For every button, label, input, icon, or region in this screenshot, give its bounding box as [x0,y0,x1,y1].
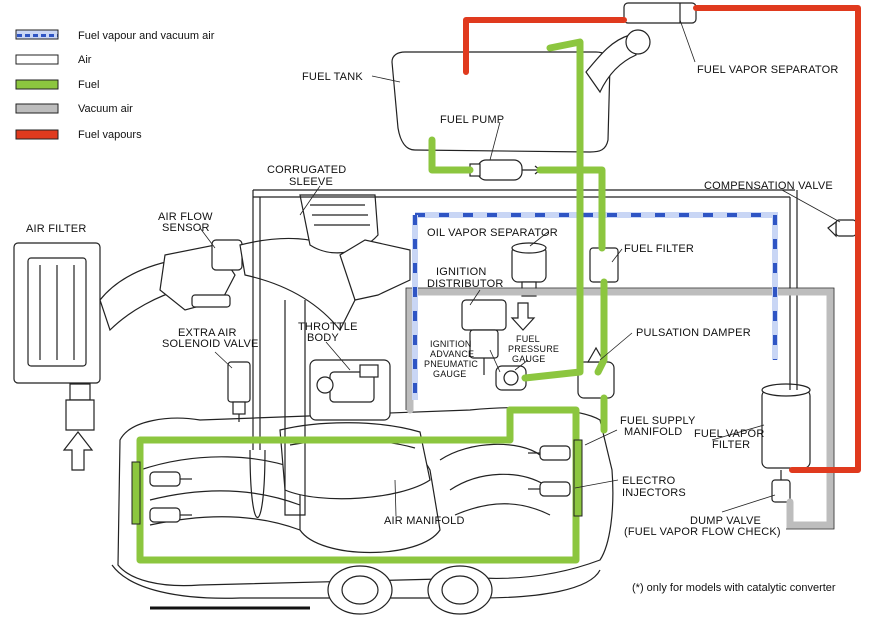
air-intake-arrow-icon [62,431,94,471]
dump-valve [771,470,791,503]
label-fuel-vapor-filter-1: FUEL VAPOR [694,428,764,440]
fuel-tank [391,29,651,153]
throttle-body [309,359,391,421]
injector [528,481,571,497]
air-filter [13,242,101,471]
label-extra-air-1: EXTRA AIR [178,327,237,339]
label-extra-air-2: SOLENOID VALVE [162,338,259,350]
drain-arrows [510,302,536,331]
label-fuel-vapor-filter-2: FILTER [712,439,750,451]
label-ignition-distributor-1: IGNITION [436,266,487,278]
electro-injectors [149,445,571,523]
legend-label-fuel-vapours: Fuel vapours [78,129,142,141]
fuel-pressure-gauge-body [495,365,527,391]
arrow-down-icon [510,302,536,331]
label-throttle-body-1: THROTTLE [298,321,358,333]
label-fuel-filter: FUEL FILTER [624,243,694,255]
vacuum-air-outlines [405,287,835,530]
injector [528,445,571,461]
label-ign-advance-4: GAUGE [433,369,467,379]
label-fuel-vapor-separator: FUEL VAPOR SEPARATOR [697,64,839,76]
air-lines [249,189,798,519]
legend-label-air: Air [78,54,92,66]
legend-swatch-air [15,54,59,65]
ignition-distributor [461,299,507,375]
label-electro-1: ELECTRO [622,475,676,487]
footnote: (*) only for models with catalytic conve… [632,582,836,594]
fuel-supply-manifold [131,439,583,525]
extra-air-solenoid-valve [227,361,251,422]
label-dump-valve-2: (FUEL VAPOR FLOW CHECK) [624,526,781,538]
label-dump-valve-1: DUMP VALVE [690,515,761,527]
label-oil-vapor-separator: OIL VAPOR SEPARATOR [427,227,558,239]
label-ign-advance-3: PNEUMATIC [424,359,478,369]
fuel-vapour-vacuum-lines [412,212,778,400]
air-hose [239,194,411,332]
legend: Fuel vapour and vacuum air Air Fuel Vacu… [15,29,215,141]
vacuum-air-lines [406,288,834,529]
component-labels: FUEL TANK FUEL VAPOR SEPARATOR FUEL PUMP… [26,64,839,594]
engine-pulleys [150,565,493,615]
label-fuel-pressure-1: FUEL [516,334,540,344]
label-air-manifold: AIR MANIFOLD [384,515,465,527]
legend-swatch-fuel-vapour-vacuum-air [15,29,59,40]
label-ign-advance-1: IGNITION [430,339,472,349]
air-manifold [279,422,431,500]
label-air-flow-1: AIR FLOW [158,211,213,223]
label-fuel-pump: FUEL PUMP [440,114,504,126]
label-corrugated-1: CORRUGATED [267,164,346,176]
legend-swatch-vacuum-air [15,103,59,114]
legend-swatch-fuel [15,79,59,90]
label-air-filter: AIR FILTER [26,223,86,235]
label-fuel-supply-2: MANIFOLD [624,426,682,438]
label-corrugated-2: SLEEVE [289,176,333,188]
fuel-vapor-filter [761,383,811,469]
legend-swatch-fuel-vapours [15,129,59,140]
label-throttle-body-2: BODY [307,332,339,344]
legend-label-vacuum-air: Vacuum air [78,103,133,115]
intake-tube [99,239,243,332]
fuel-pump [469,159,541,181]
label-fuel-pressure-3: GAUGE [512,354,546,364]
fuel-vapor-separator [623,2,697,24]
leader-lines [199,19,841,517]
label-pulsation-damper: PULSATION DAMPER [636,327,751,339]
pulsation-damper [577,346,615,399]
label-fuel-supply-1: FUEL SUPPLY [620,415,696,427]
injector [149,471,192,487]
label-ignition-distributor-2: DISTRIBUTOR [427,278,504,290]
label-fuel-pressure-2: PRESSURE [508,344,559,354]
compensation-valve [827,219,857,238]
label-ign-advance-2: ADVANCE [430,349,474,359]
legend-label-fuel-vapour-vacuum-air: Fuel vapour and vacuum air [78,30,215,42]
label-fuel-tank: FUEL TANK [302,71,363,83]
label-air-flow-2: SENSOR [162,222,210,234]
label-electro-2: INJECTORS [622,487,686,499]
fuel-vapour-lines [463,5,861,473]
label-compensation-valve: COMPENSATION VALVE [704,180,833,192]
legend-label-fuel: Fuel [78,79,99,91]
injector [149,507,192,523]
